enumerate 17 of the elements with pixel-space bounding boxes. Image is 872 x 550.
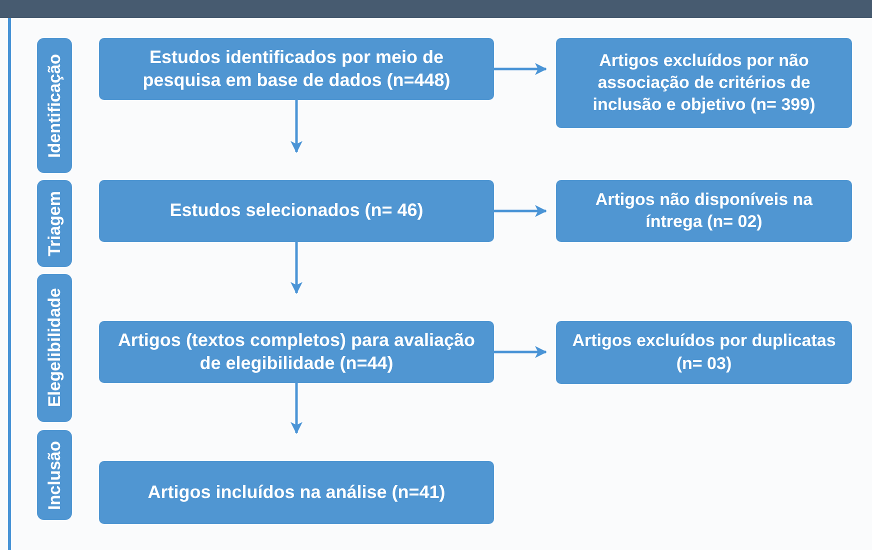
process-box: Artigos excluídos por duplicatas (n= 03) bbox=[556, 321, 852, 384]
arrow bbox=[290, 242, 302, 294]
arrow bbox=[494, 346, 547, 358]
arrow bbox=[494, 63, 547, 75]
stage-label: Identificação bbox=[37, 38, 72, 173]
process-box: Artigos (textos completos) para avaliação de elegibilidade (n=44) bbox=[99, 321, 494, 383]
stage-label: Elegelibilidade bbox=[37, 274, 72, 422]
process-box: Artigos incluídos na análise (n=41) bbox=[99, 461, 494, 524]
arrow bbox=[290, 383, 302, 434]
arrow bbox=[494, 205, 547, 217]
stage-label: Triagem bbox=[37, 180, 72, 267]
process-box: Estudos identificados por meio de pesquisa em base de dados (n=448) bbox=[99, 38, 494, 100]
process-box: Estudos selecionados (n= 46) bbox=[99, 180, 494, 242]
stage-label: Inclusão bbox=[37, 430, 72, 520]
process-box: Artigos não disponíveis na íntrega (n= 02) bbox=[556, 180, 852, 242]
process-box: Artigos excluídos por não associação de critérios de inclusão e objetivo (n= 399) bbox=[556, 38, 852, 128]
arrow bbox=[290, 100, 302, 153]
